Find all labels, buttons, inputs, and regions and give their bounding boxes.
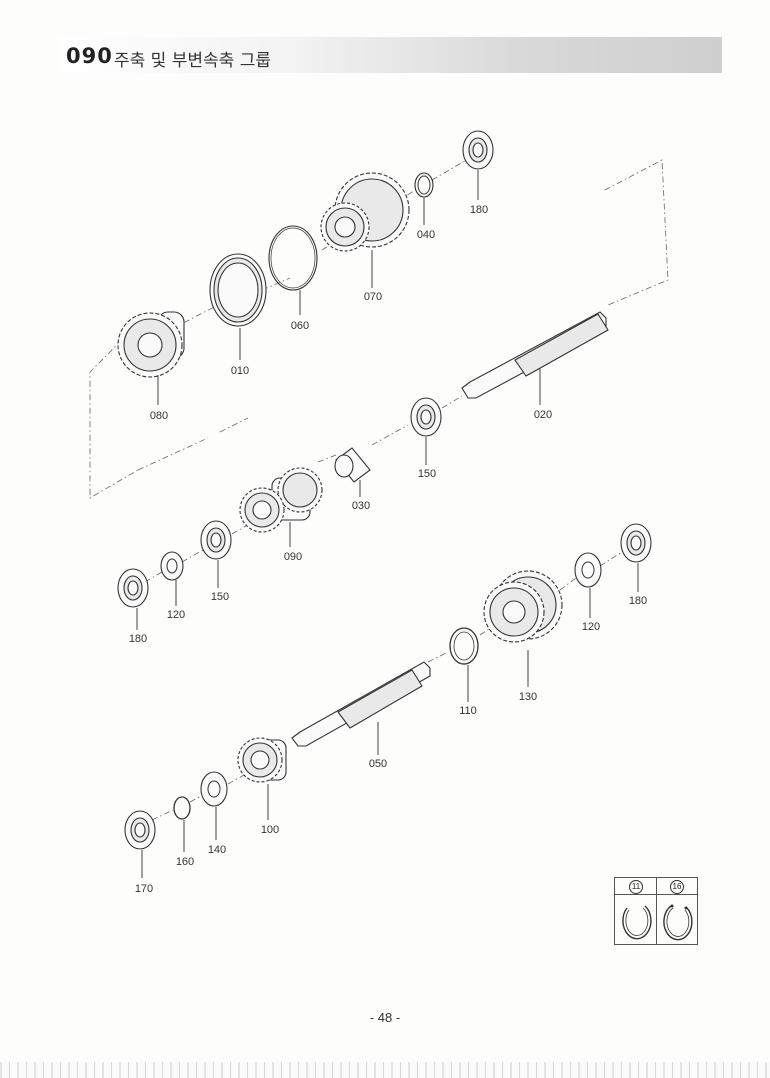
- part-label-180-top: 180: [470, 204, 488, 216]
- part-label-100: 100: [261, 824, 279, 836]
- guide-line-middle: [137, 417, 249, 471]
- part-030-spacer: [334, 447, 371, 497]
- section-title: 주축 및 부변속축 그룹: [114, 51, 271, 71]
- legend-divider: [656, 878, 657, 944]
- header-band: [58, 37, 722, 73]
- part-090-gear-assembly: [239, 467, 323, 547]
- guide-line-bottom: [151, 774, 245, 821]
- page-number: - 48 -: [369, 1010, 401, 1025]
- part-020-main-shaft: [461, 311, 609, 405]
- part-label-180-right: 180: [629, 595, 647, 607]
- part-150-bearing-lower: [200, 520, 232, 588]
- part-060-o-ring: [268, 225, 318, 315]
- guide-line-lower-left: [144, 525, 247, 583]
- part-label-020: 020: [534, 409, 552, 421]
- part-label-060: 060: [291, 320, 309, 332]
- guide-line-left: [89, 339, 139, 499]
- guide-line-shaft-mid: [317, 395, 463, 463]
- part-label-120-right: 120: [582, 621, 600, 633]
- part-010-collar: [209, 253, 267, 360]
- legend-header-line: [615, 894, 697, 895]
- legend-ref-right: 16: [670, 880, 684, 894]
- part-070-double-gear: [320, 172, 410, 288]
- part-label-110: 110: [459, 705, 477, 717]
- part-label-010: 010: [231, 365, 249, 377]
- part-label-180-left: 180: [129, 633, 147, 645]
- part-180-bearing-top: [462, 130, 494, 200]
- part-label-160: 160: [176, 856, 194, 868]
- legend-ref-left: 11: [629, 880, 643, 894]
- part-label-040: 040: [417, 229, 435, 241]
- part-120-washer-right: [574, 552, 602, 618]
- part-160-snap-ring: [173, 796, 191, 852]
- part-label-070: 070: [364, 291, 382, 303]
- part-label-170: 170: [135, 883, 153, 895]
- part-140-washer: [200, 771, 228, 840]
- part-label-130: 130: [519, 691, 537, 703]
- part-040-snap-ring: [414, 172, 434, 225]
- part-label-090: 090: [284, 551, 302, 563]
- legend-ring-drawings: [622, 904, 693, 941]
- guide-line-top: [604, 159, 669, 306]
- part-110-snap-ring: [449, 627, 479, 702]
- part-label-080: 080: [150, 410, 168, 422]
- part-label-150-mid: 150: [418, 468, 436, 480]
- part-130-double-gear: [483, 570, 563, 687]
- part-180-bearing-right: [620, 523, 652, 592]
- part-050-counter-shaft: [291, 661, 431, 755]
- part-label-120-left: 120: [167, 609, 185, 621]
- part-120-washer-left: [160, 551, 184, 606]
- part-label-150-lower: 150: [211, 591, 229, 603]
- part-170-bearing: [124, 810, 156, 878]
- part-label-140: 140: [208, 844, 226, 856]
- part-150-bearing-mid: [410, 397, 442, 465]
- part-label-030: 030: [352, 500, 370, 512]
- snap-ring-legend: 11 16: [614, 877, 698, 945]
- part-label-050: 050: [369, 758, 387, 770]
- internal-snap-ring-icon: [622, 905, 652, 940]
- external-snap-ring-icon: [663, 905, 693, 941]
- scan-edge-strip: [0, 1062, 770, 1078]
- part-100-gear: [237, 737, 287, 820]
- section-code: 090: [66, 44, 113, 68]
- part-080-gear: [117, 311, 185, 405]
- part-180-bearing-left: [117, 568, 149, 630]
